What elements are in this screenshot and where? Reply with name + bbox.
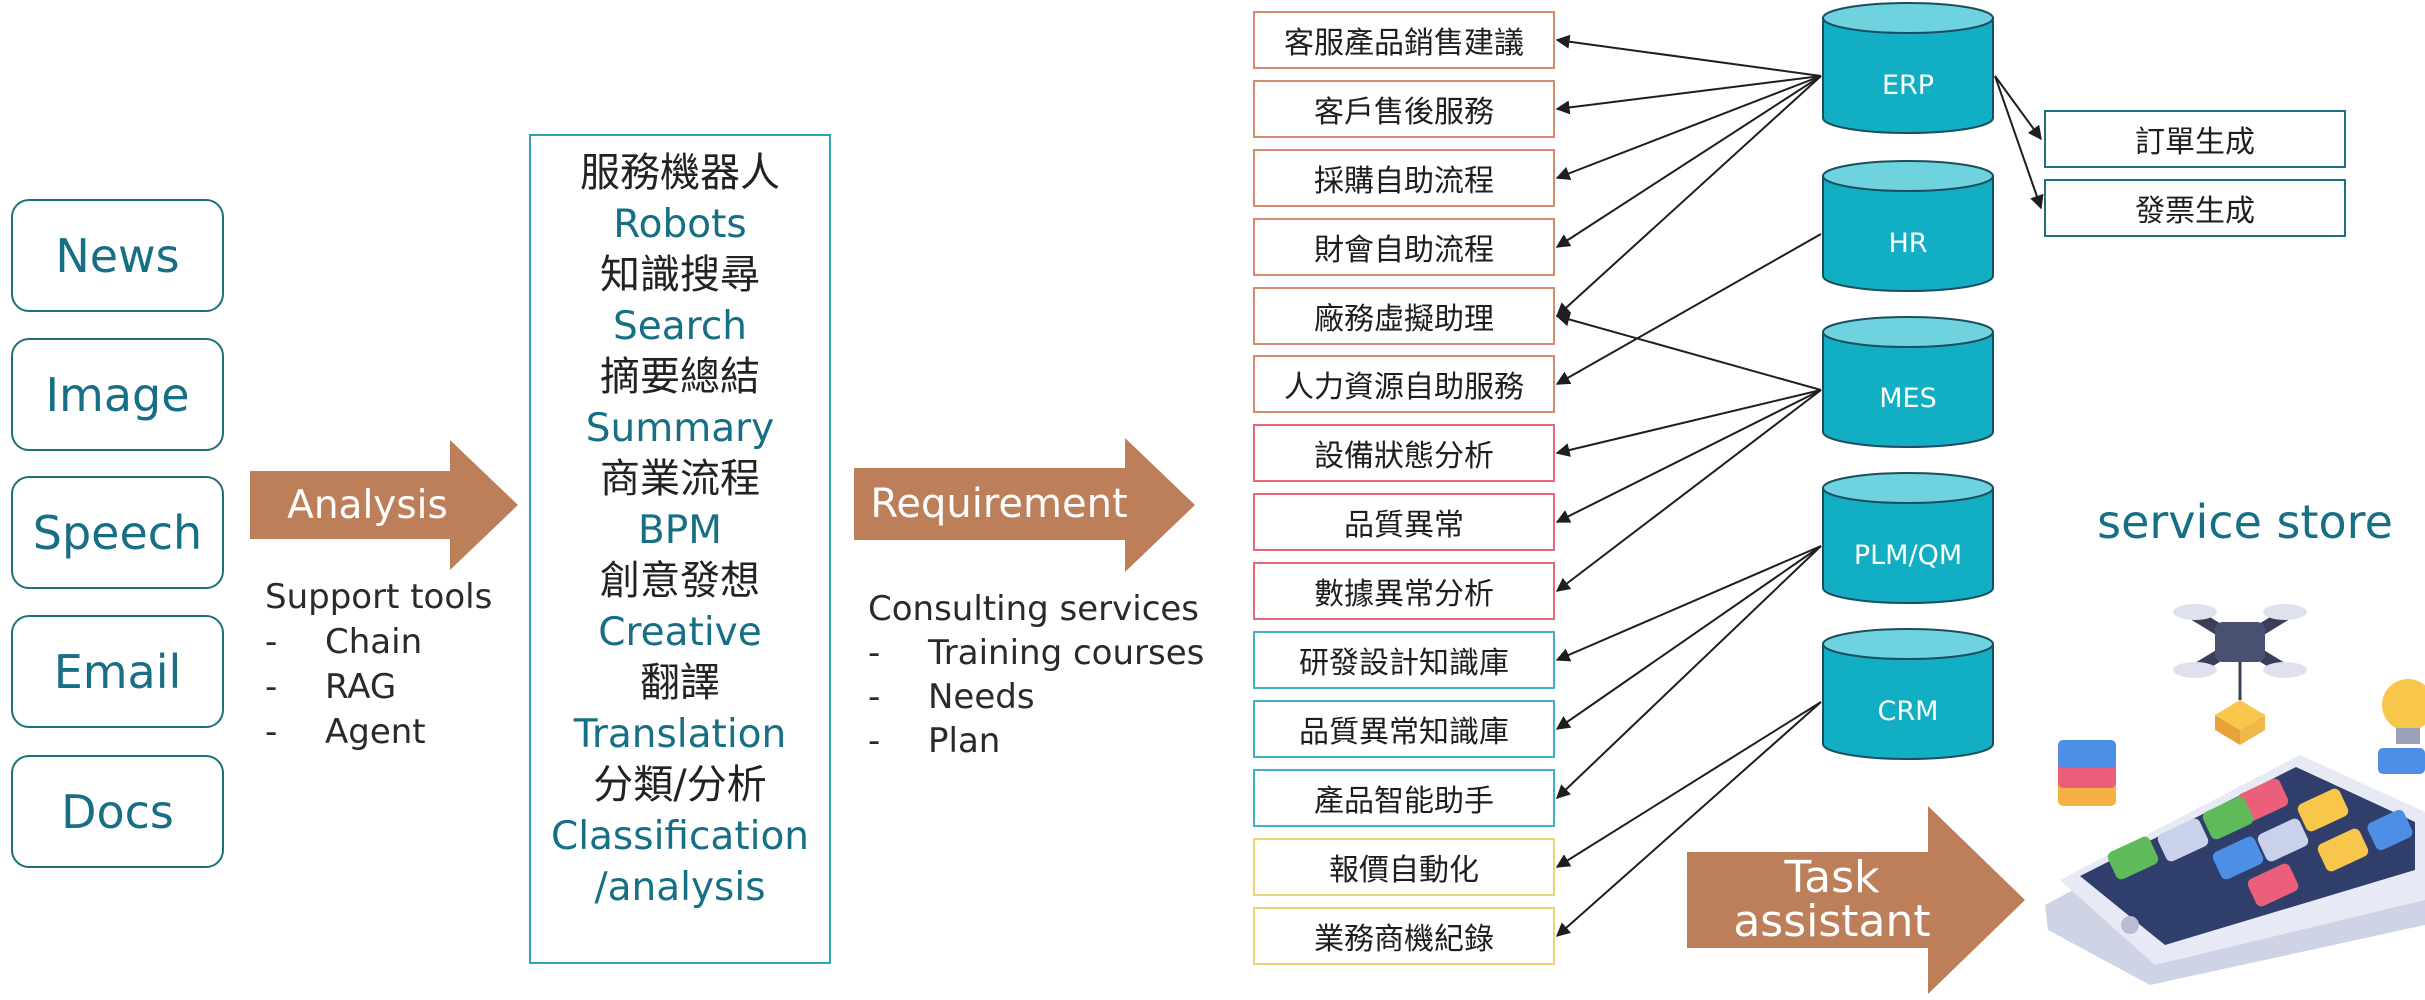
consulting-services-title: Consulting services — [868, 589, 1200, 629]
support-tools-note: Support tools -Chain -RAG -Agent — [265, 575, 492, 755]
capability-zh: 知識搜尋 — [600, 252, 760, 298]
service-item: 設備狀態分析 — [1253, 424, 1555, 482]
database-label-hr: HR — [1888, 228, 1928, 259]
capabilities-box: 服務機器人 Robots 知識搜尋 Search 摘要總結 Summary 商業… — [529, 134, 831, 964]
connector-arrow — [1555, 701, 1822, 868]
support-tool-item: -RAG — [265, 667, 397, 707]
consulting-services-note: Consulting services -Training courses -N… — [868, 587, 1204, 763]
database-label-mes: MES — [1879, 383, 1937, 414]
lightbulb-illustration — [2378, 679, 2425, 774]
capability-en: Robots — [613, 202, 747, 247]
output-order-generation: 訂單生成 — [2044, 110, 2346, 168]
input-image: Image — [11, 338, 224, 451]
database-layer — [1822, 2, 1994, 760]
task-assistant-arrow-label: Task assistant — [1687, 852, 1977, 948]
consulting-item: -Needs — [868, 677, 1035, 717]
consulting-item: -Training courses — [868, 633, 1205, 673]
connector-arrow — [1555, 75, 1822, 180]
capability-zh: 商業流程 — [600, 456, 760, 502]
connector-arrow — [1555, 34, 1822, 77]
database-cylinder — [1822, 2, 1994, 134]
service-item: 品質異常 — [1253, 493, 1555, 551]
output-invoice-generation: 發票生成 — [2044, 179, 2346, 237]
connector-arrow — [1555, 233, 1822, 385]
capability-zh: 翻譯 — [640, 660, 720, 706]
capability-en: Classification — [550, 814, 810, 859]
input-docs: Docs — [11, 755, 224, 868]
capability-zh: 分類/分析 — [593, 762, 767, 808]
capability-zh: 摘要總結 — [600, 354, 760, 400]
service-item: 品質異常知識庫 — [1253, 700, 1555, 758]
input-news: News — [11, 199, 224, 312]
service-item: 產品智能助手 — [1253, 769, 1555, 827]
drone-illustration — [2173, 604, 2307, 745]
support-tool-item: -Chain — [265, 622, 423, 662]
service-item: 研發設計知識庫 — [1253, 631, 1555, 689]
connector-arrow — [1555, 75, 1822, 317]
connector-arrow — [1555, 545, 1822, 662]
service-item: 數據異常分析 — [1253, 562, 1555, 620]
analysis-arrow-shape — [250, 440, 518, 570]
consulting-item: -Plan — [868, 721, 1001, 761]
task-assistant-line-2: assistant — [1733, 896, 1931, 947]
support-tools-title: Support tools — [265, 577, 493, 617]
task-assistant-arrow-shape — [1687, 806, 2025, 994]
capability-en: Translation — [573, 712, 787, 757]
service-item: 業務商機紀錄 — [1253, 907, 1555, 965]
capability-zh: 服務機器人 — [580, 150, 780, 196]
requirement-arrow-shape — [854, 438, 1195, 572]
service-item: 客戶售後服務 — [1253, 80, 1555, 138]
input-speech: Speech — [11, 476, 224, 589]
analysis-arrow-label: Analysis — [287, 482, 448, 528]
connector-arrow — [1555, 75, 1822, 248]
capability-en: Summary — [585, 406, 775, 451]
support-tool-item: -Agent — [265, 712, 426, 752]
connector-arrow — [1555, 701, 1822, 937]
service-item: 採購自助流程 — [1253, 149, 1555, 207]
service-item: 報價自動化 — [1253, 838, 1555, 896]
input-email: Email — [11, 615, 224, 728]
database-cylinder — [1822, 472, 1994, 604]
database-cylinder — [1822, 160, 1994, 292]
service-store-title: service store — [2097, 495, 2393, 549]
database-cylinder — [1822, 316, 1994, 448]
connector-arrow — [1994, 75, 2042, 141]
connector-arrow — [1555, 545, 1822, 730]
database-label-plm-qm: PLM/QM — [1853, 540, 1963, 571]
phone-app-illustration — [2045, 755, 2425, 985]
capability-en: /analysis — [594, 865, 766, 910]
connector-arrow — [1994, 75, 2044, 210]
connector-arrow — [1555, 312, 1822, 391]
capability-en: Creative — [598, 610, 762, 655]
capability-en: Search — [613, 304, 747, 349]
connector-arrow — [1555, 389, 1822, 523]
connector-arrow — [1555, 545, 1822, 799]
capability-zh: 創意發想 — [600, 558, 760, 604]
capability-en: BPM — [638, 508, 722, 553]
service-item: 客服產品銷售建議 — [1253, 11, 1555, 69]
service-item: 財會自助流程 — [1253, 218, 1555, 276]
app-stack-illustration — [2058, 740, 2116, 806]
requirement-arrow-label: Requirement — [870, 481, 1128, 527]
connector-arrow — [1555, 75, 1822, 115]
connector-arrow — [1555, 389, 1822, 592]
database-label-crm: CRM — [1877, 696, 1939, 727]
service-item: 人力資源自助服務 — [1253, 355, 1555, 413]
service-item: 廠務虛擬助理 — [1253, 287, 1555, 345]
database-label-erp: ERP — [1881, 70, 1935, 101]
database-cylinder — [1822, 628, 1994, 760]
connector-lines — [1555, 34, 2044, 937]
task-assistant-line-1: Task — [1784, 852, 1880, 903]
connector-arrow — [1555, 389, 1822, 457]
